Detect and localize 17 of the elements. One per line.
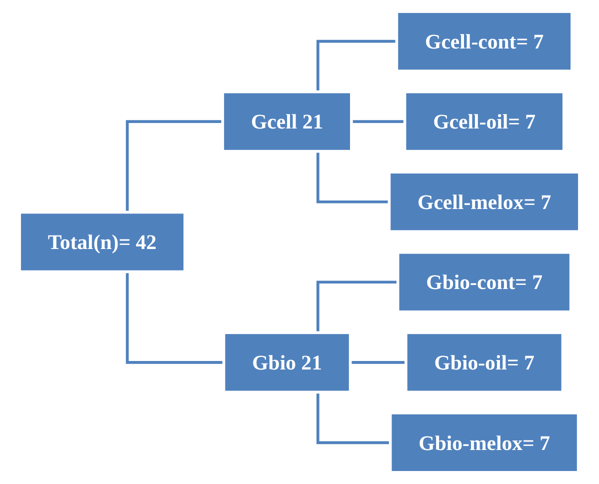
connector <box>316 280 398 333</box>
node-box: Gcell 21 <box>221 90 353 153</box>
connector <box>316 151 390 204</box>
connector <box>126 120 223 212</box>
connector <box>316 392 390 444</box>
node-box: Gbio-oil= 7 <box>404 331 564 394</box>
connector <box>316 40 397 92</box>
node-box: Gcell-melox= 7 <box>388 170 581 234</box>
node-box: Gbio-cont= 7 <box>396 250 572 314</box>
node-box: Total(n)= 42 <box>18 210 186 274</box>
connector <box>348 360 406 364</box>
node-box: Gcell-oil= 7 <box>403 90 566 153</box>
node-box: Gbio-melox= 7 <box>388 412 580 474</box>
node-box: Gbio 21 <box>222 331 352 394</box>
node-box: Gcell-cont= 7 <box>395 10 574 72</box>
connector <box>350 120 405 123</box>
connector <box>126 272 224 364</box>
